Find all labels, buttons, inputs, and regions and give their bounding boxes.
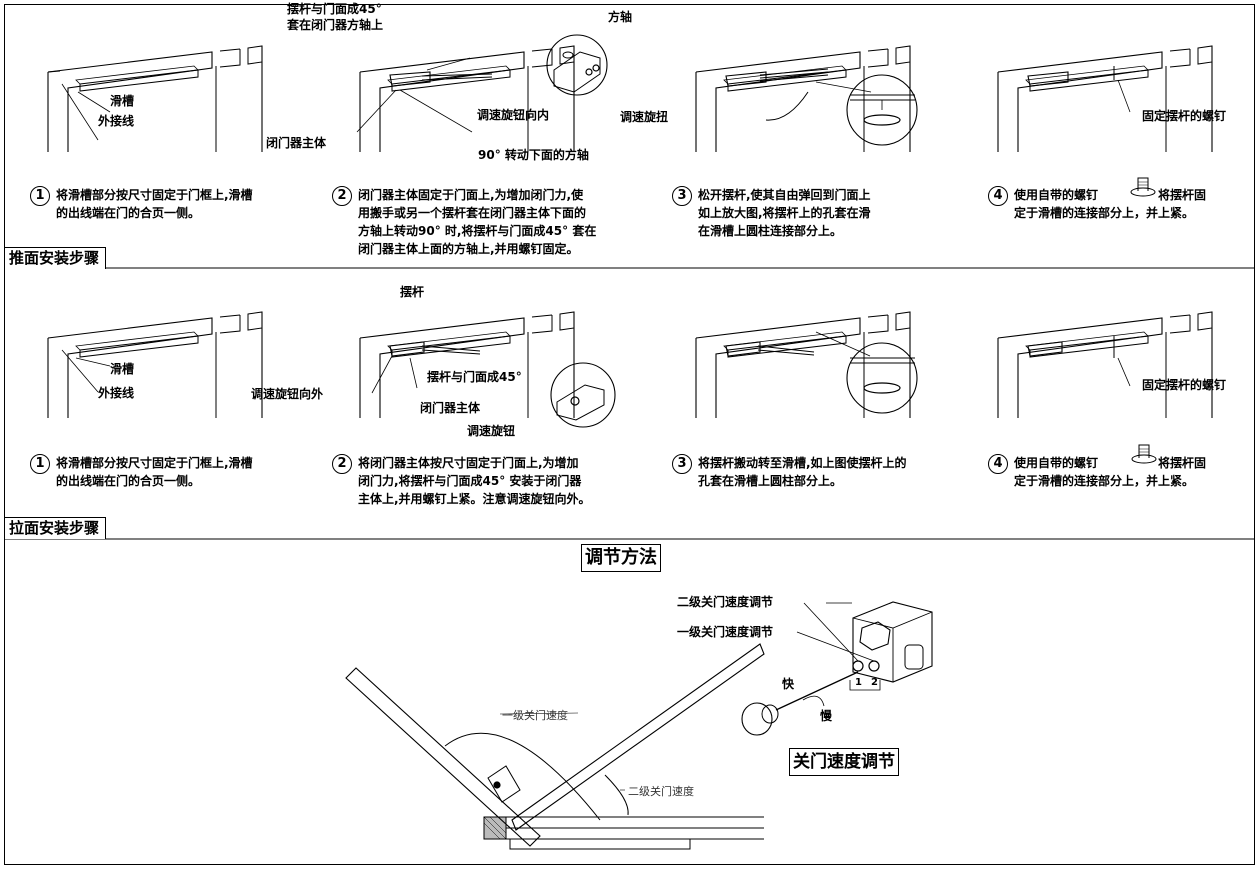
- push-callout-speed-knob-in: 调速旋钮向内: [477, 108, 550, 122]
- push-callout-slot: 滑槽: [110, 94, 135, 108]
- step-text: 将闭门器主体按尺寸固定于门面上,为增加闭门力,将摆杆与门面成45° 安装于闭门器…: [358, 456, 591, 506]
- pull-callout-speed-knob: 调速旋钮: [467, 424, 516, 438]
- push-callout-outer-line: 外接线: [98, 114, 135, 128]
- push-callout-arm-45-line1: 摆杆与门面成45°: [287, 2, 382, 16]
- adjust-second-speed-adj: 二级关门速度调节: [677, 595, 774, 609]
- adjust-first-speed: 一级关门速度: [502, 709, 568, 722]
- pull-callout-outer-line: 外接线: [98, 386, 135, 400]
- adjust-title: 调节方法: [581, 544, 661, 572]
- push-callout-speed-twist: 调速旋扭: [620, 110, 669, 124]
- step-number: 3: [672, 186, 692, 206]
- step-text: 将摆杆搬动转至滑槽,如上图使摆杆上的孔套在滑槽上圆柱部分上。: [698, 456, 907, 488]
- push-frame-1: [47, 45, 263, 153]
- adjust-fast: 快: [782, 677, 795, 691]
- step-number: 2: [332, 454, 352, 474]
- push-callout-rotate-shaft: 90° 转动下面的方轴: [478, 148, 589, 162]
- pull-zoom-knob: [550, 362, 616, 428]
- step-text: 使用自带的螺钉将摆杆固定于滑槽的连接部分上，并上紧。: [1014, 456, 1207, 488]
- adjust-screwdriver: [741, 671, 859, 736]
- pull-callout-arm: 摆杆: [400, 285, 425, 299]
- push-frame-4: [997, 45, 1213, 153]
- step-text: 使用自带的螺钉将摆杆固定于滑槽的连接部分上，并上紧。: [1014, 188, 1207, 220]
- push-zoom-pin: [846, 74, 918, 146]
- pull-callout-slot: 滑槽: [110, 362, 135, 376]
- pull-frame-1: [47, 311, 263, 419]
- step-text: 将滑槽部分按尺寸固定于门框上,滑槽的出线端在门的合页一侧。: [56, 188, 253, 220]
- pull-section-label: 拉面安装步骤: [5, 517, 107, 539]
- push-frame-3: [695, 45, 911, 153]
- push-callout-closer-body: 闭门器主体: [266, 136, 327, 150]
- step-text: 闭门器主体固定于门面上,为增加闭门力,使用搬手或另一个摆杆套在闭门器主体下面的方…: [358, 188, 597, 256]
- push-frame-2: [356, 45, 575, 153]
- pull-callout-fix-arm-screw: 固定摆杆的螺钉: [1142, 378, 1227, 392]
- adjust-first-speed-adj: 一级关门速度调节: [677, 625, 774, 639]
- pull-frame-2: [359, 311, 575, 419]
- push-callout-arm-45-line2: 套在闭门器方轴上: [287, 18, 384, 32]
- adjust-slow: 慢: [820, 709, 833, 723]
- adjust-door-diagram: [345, 643, 765, 850]
- step-number: 4: [988, 186, 1008, 206]
- push-callout-fix-arm-screw: 固定摆杆的螺钉: [1142, 109, 1227, 123]
- pull-zoom-pin: [846, 342, 918, 414]
- pull-callout-closer-body: 闭门器主体: [420, 401, 481, 415]
- adjust-second-speed: 二级关门速度: [628, 785, 694, 798]
- adjust-closing-speed-label: 关门速度调节: [789, 748, 899, 776]
- step-text: 将滑槽部分按尺寸固定于门框上,滑槽的出线端在门的合页一侧。: [56, 456, 253, 488]
- pull-callout-speed-knob-out: 调速旋钮向外: [251, 387, 324, 401]
- push-callout-square-shaft: 方轴: [608, 10, 633, 24]
- step-number: 2: [332, 186, 352, 206]
- pull-callout-arm-45: 摆杆与门面成45°: [427, 370, 522, 384]
- push-zoom-square-shaft: [546, 34, 608, 96]
- step-number: 3: [672, 454, 692, 474]
- adjust-closer-head: [796, 601, 933, 691]
- valve-label-1: 1: [855, 677, 862, 688]
- step-number: 1: [30, 186, 50, 206]
- valve-label-2: 2: [871, 677, 878, 688]
- push-section-label: 推面安装步骤: [5, 247, 107, 269]
- pull-frame-4: [997, 311, 1213, 419]
- step-number: 1: [30, 454, 50, 474]
- pull-frame-3: [695, 311, 911, 419]
- step-text: 松开摆杆,使其自由弹回到门面上如上放大图,将摆杆上的孔套在滑在滑槽上圆柱连接部分…: [698, 188, 871, 238]
- step-number: 4: [988, 454, 1008, 474]
